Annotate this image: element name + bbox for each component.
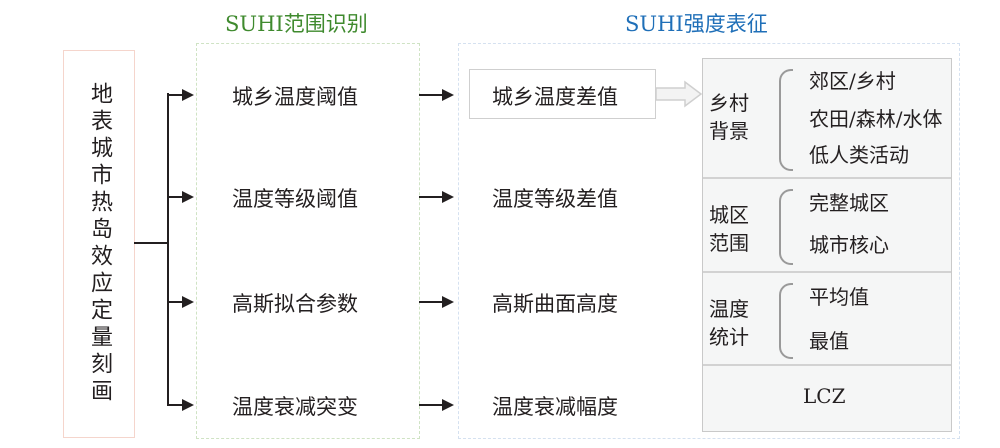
range-title: SUHI范围识别 bbox=[225, 12, 368, 36]
section-item: 平均值 bbox=[809, 285, 869, 309]
hollow-arrow-icon bbox=[655, 80, 703, 108]
section-label: LCZ bbox=[803, 384, 846, 408]
arrow-icon bbox=[442, 89, 454, 101]
intensity-metric: 城乡温度差值 bbox=[492, 85, 618, 109]
connector bbox=[168, 301, 184, 303]
arrow-icon bbox=[442, 399, 454, 411]
section-lcz: LCZ bbox=[703, 366, 951, 429]
intensity-title: SUHI强度表征 bbox=[625, 12, 768, 36]
connector bbox=[419, 404, 443, 406]
connector bbox=[134, 242, 168, 244]
section-urban: 城区范围 完整城区 城市核心 bbox=[703, 179, 951, 273]
range-method: 温度衰减突变 bbox=[232, 395, 358, 419]
section-label: 乡村背景 bbox=[709, 91, 749, 143]
connector bbox=[419, 94, 443, 96]
connector bbox=[168, 196, 184, 198]
brace-icon bbox=[779, 283, 793, 359]
range-method: 温度等级阈值 bbox=[232, 187, 358, 211]
range-group-frame bbox=[196, 43, 420, 439]
section-label: 温度统计 bbox=[709, 297, 749, 349]
section-item: 城市核心 bbox=[809, 233, 889, 257]
background-panel: 乡村背景 郊区/乡村 农田/森林/水体 低人类活动 城区范围 完整城区 城市核心… bbox=[702, 58, 952, 432]
root-box: 地表城市热岛效应定量刻画 bbox=[63, 50, 135, 438]
connector bbox=[419, 301, 443, 303]
arrow-icon bbox=[442, 296, 454, 308]
intensity-metric: 温度等级差值 bbox=[492, 187, 618, 211]
arrow-icon bbox=[182, 89, 194, 101]
arrow-icon bbox=[182, 191, 194, 203]
brace-icon bbox=[779, 189, 793, 265]
section-item: 最值 bbox=[809, 329, 849, 353]
root-label: 地表城市热岛效应定量刻画 bbox=[87, 82, 112, 406]
connector bbox=[168, 94, 184, 96]
arrow-icon bbox=[182, 296, 194, 308]
section-item: 完整城区 bbox=[809, 191, 889, 215]
brace-icon bbox=[779, 69, 793, 171]
section-item: 郊区/乡村 bbox=[809, 69, 896, 93]
intensity-metric: 温度衰减幅度 bbox=[492, 395, 618, 419]
range-method: 城乡温度阈值 bbox=[232, 85, 358, 109]
connector bbox=[168, 404, 184, 406]
arrow-icon bbox=[442, 191, 454, 203]
section-rural: 乡村背景 郊区/乡村 农田/森林/水体 低人类活动 bbox=[703, 59, 951, 179]
intensity-metric: 高斯曲面高度 bbox=[492, 292, 618, 316]
range-method: 高斯拟合参数 bbox=[232, 292, 358, 316]
connector bbox=[419, 196, 443, 198]
connector-trunk bbox=[167, 93, 169, 406]
section-item: 低人类活动 bbox=[809, 143, 909, 167]
section-label: 城区范围 bbox=[709, 203, 749, 255]
arrow-icon bbox=[182, 399, 194, 411]
section-temp-stats: 温度统计 平均值 最值 bbox=[703, 273, 951, 366]
section-item: 农田/森林/水体 bbox=[809, 107, 943, 131]
intensity-group-frame bbox=[458, 43, 960, 439]
urban-rural-diff-box bbox=[469, 69, 656, 119]
